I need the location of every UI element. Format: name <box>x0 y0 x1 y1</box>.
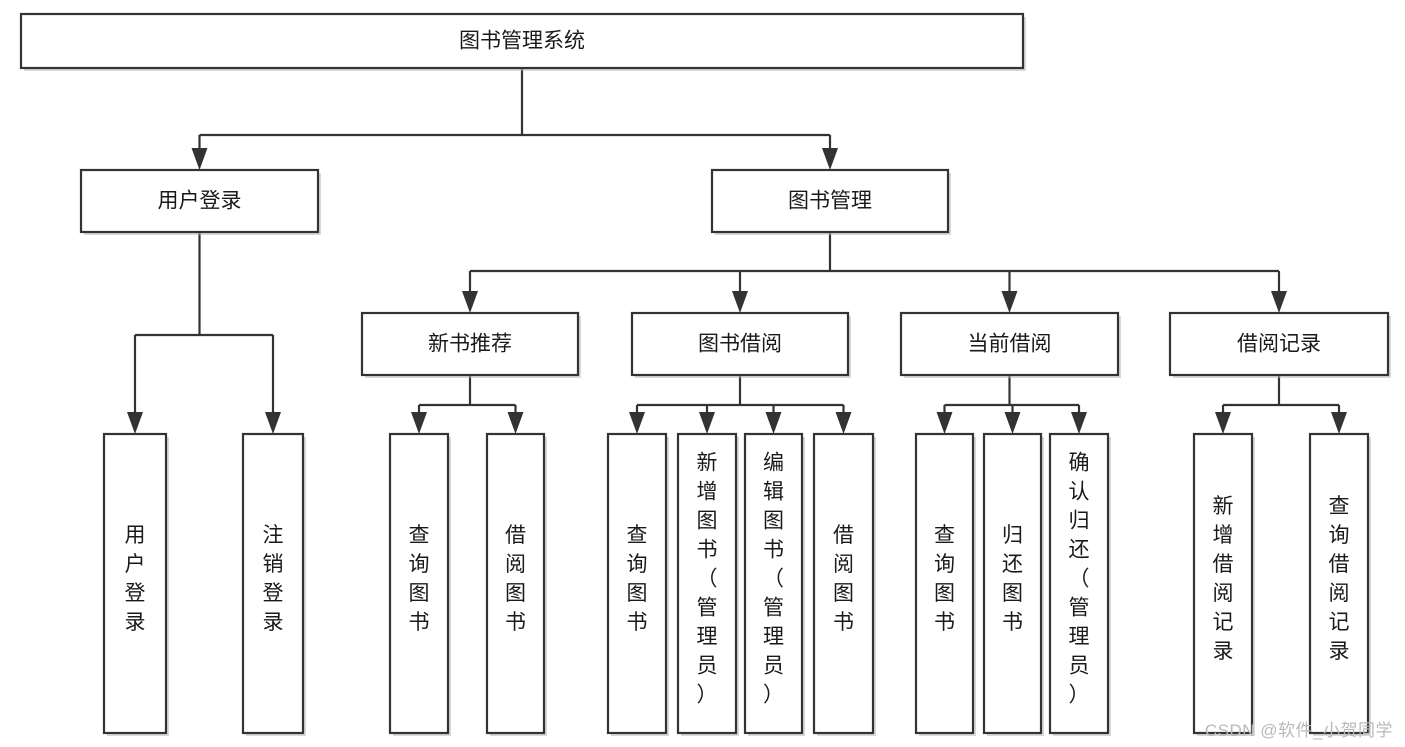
node-leaf-confirm-return-admin[interactable]: 确认归还（管理员） <box>1048 432 1111 736</box>
node-label: 查询图书 <box>409 524 430 634</box>
node-root[interactable]: 图书管理系统 <box>19 12 1026 71</box>
node-label: 归还图书 <box>1002 524 1023 634</box>
node-box[interactable] <box>1192 432 1254 735</box>
node-box[interactable] <box>1168 311 1390 377</box>
node-leaf-user-login[interactable]: 用户登录 <box>102 432 169 736</box>
node-leaf-user-logout[interactable]: 注销登录 <box>241 432 306 736</box>
node-leaf-query-book-rec[interactable]: 查询图书 <box>388 432 451 736</box>
node-leaf-add-borrow-record[interactable]: 新增借阅记录 <box>1192 432 1255 736</box>
arrow-head-icon <box>1215 412 1231 434</box>
node-current-borrow[interactable]: 当前借阅 <box>899 311 1121 378</box>
arrow-head-icon <box>699 412 715 434</box>
node-leaf-query-book-borrow[interactable]: 查询图书 <box>606 432 669 736</box>
node-label: 新书推荐 <box>428 333 512 356</box>
connector-layer <box>127 68 1347 434</box>
arrow-head-icon <box>507 412 524 434</box>
arrow-head-icon <box>1331 412 1347 434</box>
node-label: 查询图书 <box>627 524 648 634</box>
node-box[interactable] <box>19 12 1025 70</box>
node-leaf-borrow-book[interactable]: 借阅图书 <box>812 432 876 736</box>
node-borrow-record[interactable]: 借阅记录 <box>1168 311 1391 378</box>
node-label: 借阅记录 <box>1237 333 1321 356</box>
node-book-manage[interactable]: 图书管理 <box>710 168 951 235</box>
node-box[interactable] <box>630 311 850 377</box>
node-label: 注销登录 <box>263 524 284 634</box>
node-label: 编辑图书（管理员） <box>763 452 784 707</box>
node-label: 查询借阅记录 <box>1329 495 1350 663</box>
node-box[interactable] <box>1048 432 1110 735</box>
arrow-head-icon <box>1071 412 1087 434</box>
node-box[interactable] <box>102 432 168 735</box>
arrow-head-icon <box>765 412 782 434</box>
node-leaf-add-book-admin[interactable]: 新增图书（管理员） <box>676 432 739 736</box>
node-label: 图书借阅 <box>698 333 782 356</box>
arrow-head-icon <box>1271 291 1287 313</box>
node-book-borrow[interactable]: 图书借阅 <box>630 311 851 378</box>
node-label: 图书管理 <box>788 190 872 213</box>
node-leaf-edit-book-admin[interactable]: 编辑图书（管理员） <box>743 432 805 736</box>
node-label: 用户登录 <box>158 190 242 213</box>
node-label: 新增借阅记录 <box>1213 495 1234 663</box>
node-box[interactable] <box>710 168 950 234</box>
node-user-login[interactable]: 用户登录 <box>79 168 321 235</box>
arrow-head-icon <box>822 148 838 170</box>
node-new-book-recommend[interactable]: 新书推荐 <box>360 311 581 378</box>
node-box[interactable] <box>485 432 546 735</box>
node-box[interactable] <box>676 432 738 735</box>
arrow-head-icon <box>265 412 281 434</box>
node-box[interactable] <box>743 432 804 735</box>
node-label: 新增图书（管理员） <box>697 452 718 707</box>
arrow-head-icon <box>1004 412 1021 434</box>
node-layer: 图书管理系统用户登录图书管理新书推荐图书借阅当前借阅借阅记录用户登录注销登录查询… <box>19 12 1391 736</box>
arrow-head-icon <box>191 148 208 170</box>
node-box[interactable] <box>982 432 1043 735</box>
node-label: 用户登录 <box>125 524 146 634</box>
node-leaf-query-book-current[interactable]: 查询图书 <box>914 432 976 736</box>
node-label: 图书管理系统 <box>459 30 585 53</box>
node-box[interactable] <box>914 432 975 735</box>
node-box[interactable] <box>899 311 1120 377</box>
node-leaf-borrow-book-rec[interactable]: 借阅图书 <box>485 432 547 736</box>
node-box[interactable] <box>812 432 875 735</box>
arrow-head-icon <box>462 291 478 313</box>
arrow-head-icon <box>127 412 143 434</box>
node-leaf-return-book[interactable]: 归还图书 <box>982 432 1044 736</box>
node-label: 查询图书 <box>934 524 955 634</box>
node-label: 确认归还（管理员） <box>1069 452 1090 707</box>
node-leaf-query-borrow-record[interactable]: 查询借阅记录 <box>1308 432 1371 736</box>
node-label: 当前借阅 <box>968 333 1052 356</box>
arrow-head-icon <box>1001 291 1018 313</box>
node-label: 借阅图书 <box>833 524 854 634</box>
arrow-head-icon <box>411 412 427 434</box>
node-box[interactable] <box>388 432 450 735</box>
arrow-head-icon <box>835 412 852 434</box>
node-box[interactable] <box>1308 432 1370 735</box>
node-box[interactable] <box>241 432 305 735</box>
node-label: 借阅图书 <box>505 524 526 634</box>
node-box[interactable] <box>79 168 320 234</box>
node-box[interactable] <box>606 432 668 735</box>
arrow-head-icon <box>629 412 645 434</box>
arrow-head-icon <box>936 412 953 434</box>
node-box[interactable] <box>360 311 580 377</box>
arrow-head-icon <box>732 291 748 313</box>
